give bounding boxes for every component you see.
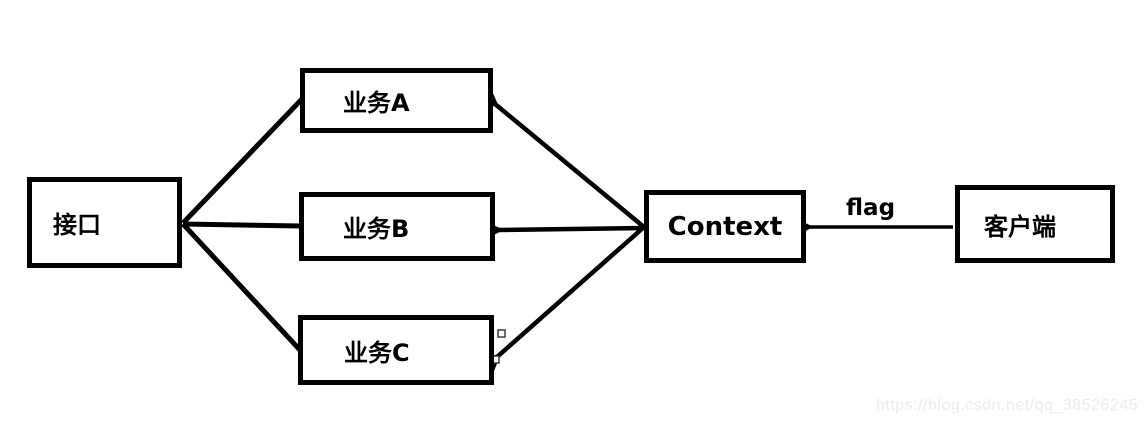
node-yewu-b-box[interactable]: 业务B xyxy=(299,192,495,261)
edge-context-yewu-b xyxy=(498,228,645,230)
edge-context-yewu-a xyxy=(495,104,646,229)
watermark-text: https://blog.csdn.net/qq_38526245 xyxy=(875,397,1138,414)
edge-jiekou-yewu-b xyxy=(182,221,302,229)
node-yewu-a-box[interactable]: 业务A xyxy=(300,68,493,133)
node-jiekou-label: 接口 xyxy=(53,211,101,239)
node-yewu-b-label: 业务B xyxy=(343,215,410,243)
node-kehuduan-label: 客户端 xyxy=(984,212,1056,241)
selection-handle[interactable] xyxy=(497,329,506,338)
node-yewu-c-label: 业务C xyxy=(344,338,410,367)
edge-context-yewu-c xyxy=(497,225,646,357)
node-yewu-c-box[interactable]: 业务C xyxy=(298,315,494,385)
node-yewu-a-label: 业务A xyxy=(343,89,410,117)
node-context-box[interactable]: Context xyxy=(644,190,806,263)
node-context-label: Context xyxy=(667,211,783,242)
edge-jiekou-yewu-c xyxy=(181,222,302,352)
node-kehuduan-box[interactable]: 客户端 xyxy=(955,185,1115,263)
edge-label-flag: flag xyxy=(846,195,896,221)
edge-jiekou-yewu-a xyxy=(181,97,304,225)
node-jiekou-box[interactable]: 接口 xyxy=(27,177,182,268)
